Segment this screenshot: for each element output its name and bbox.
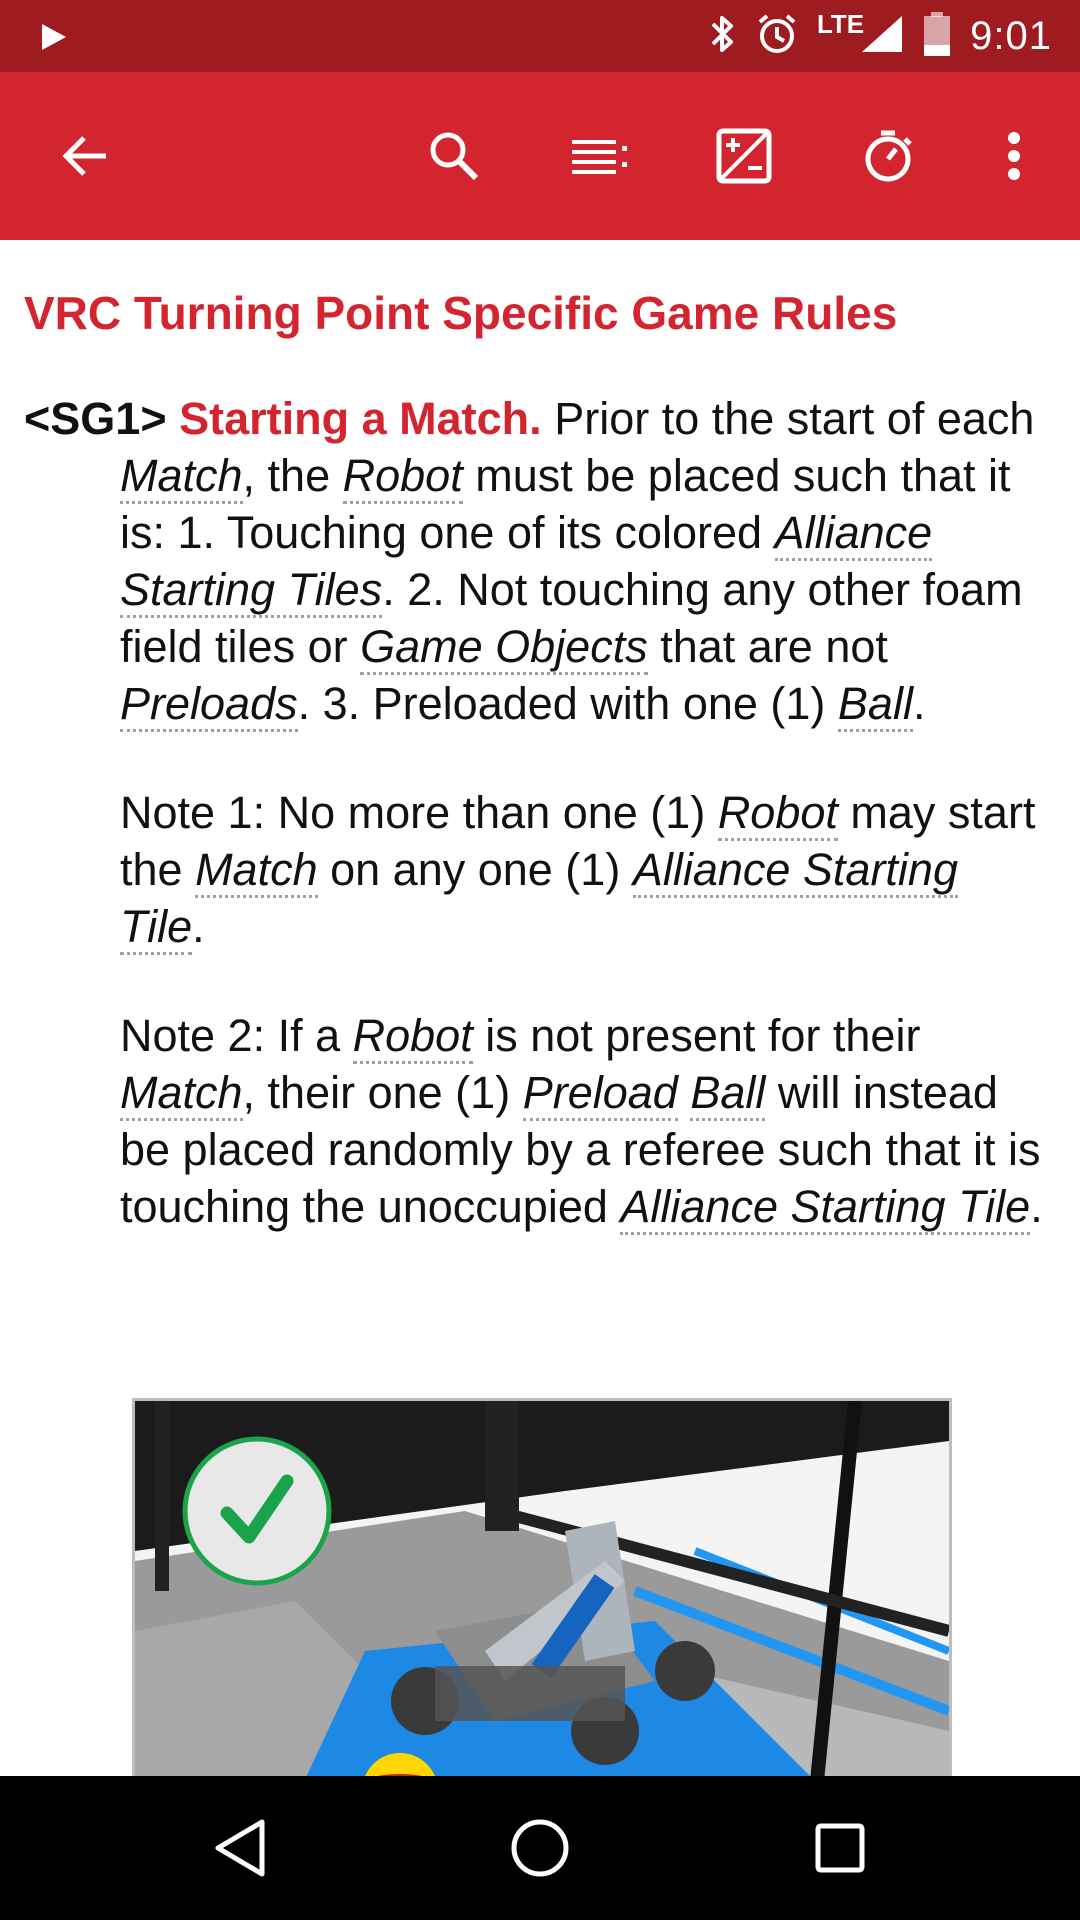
- note-text-segment: will instead be placed randomly by a ref…: [120, 1067, 1041, 1232]
- field-illustration: [135, 1401, 949, 1776]
- note-text-segment: [678, 1067, 691, 1118]
- note-1: Note 1: No more than one (1) Robot may s…: [24, 784, 1054, 955]
- rule-name: Starting a Match.: [179, 393, 542, 444]
- glossary-term-preloads[interactable]: Preloads: [120, 678, 298, 732]
- rule-text-segment: .: [912, 678, 926, 729]
- stopwatch-icon[interactable]: [852, 120, 924, 192]
- rules-content[interactable]: VRC Turning Point Specific Game Rules <S…: [0, 240, 1080, 1776]
- rule-text-segment: must be placed such that it is: 1. Touch…: [120, 450, 1011, 558]
- note-text-segment: may start the: [120, 787, 1036, 895]
- list-icon[interactable]: [564, 120, 636, 192]
- play-icon: [40, 22, 68, 57]
- glossary-term-alliance-starting-tile[interactable]: Alliance Starting Tile: [620, 1181, 1031, 1235]
- back-arrow-icon[interactable]: [48, 120, 120, 192]
- signal-icon: [860, 14, 904, 59]
- glossary-term-game-objects[interactable]: Game Objects: [360, 621, 648, 675]
- network-type: LTE: [816, 8, 865, 39]
- rule-text-segment: that are not: [647, 621, 888, 672]
- rule-id: <SG1>: [24, 393, 167, 444]
- glossary-term-ball[interactable]: Ball: [690, 1067, 766, 1121]
- glossary-term-robot[interactable]: Robot: [342, 450, 463, 504]
- note-text-segment: is not present for their: [472, 1010, 921, 1061]
- note-2: Note 2: If a Robot is not present for th…: [24, 1007, 1054, 1235]
- glossary-term-ball[interactable]: Ball: [837, 678, 913, 732]
- status-bar: LTE 9:01: [0, 0, 1080, 72]
- battery-icon: [922, 11, 952, 62]
- alarm-icon: [755, 12, 799, 61]
- clock: 9:01: [970, 13, 1052, 58]
- glossary-term-match[interactable]: Match: [195, 844, 318, 898]
- rule-text-segment: . 3. Preloaded with one (1): [297, 678, 838, 729]
- more-vert-icon[interactable]: [978, 120, 1050, 192]
- glossary-term-match[interactable]: Match: [120, 1067, 243, 1121]
- glossary-term-match[interactable]: Match: [120, 450, 243, 504]
- back-triangle-icon[interactable]: [204, 1812, 276, 1884]
- rule-text-segment: , the: [242, 450, 343, 501]
- rule-text-segment: Prior to the start of each: [541, 393, 1035, 444]
- rule-text: <SG1> Starting a Match. Prior to the sta…: [24, 390, 1054, 732]
- check-icon: [181, 1435, 333, 1587]
- home-circle-icon[interactable]: [504, 1812, 576, 1884]
- bluetooth-icon: [709, 12, 737, 61]
- note-text-segment: , their one (1): [242, 1067, 523, 1118]
- recents-square-icon[interactable]: [804, 1812, 876, 1884]
- note-text-segment: .: [192, 901, 205, 952]
- note-text-segment: Note 1: No more than one (1): [120, 787, 718, 838]
- glossary-term-robot[interactable]: Robot: [717, 787, 838, 841]
- plus-minus-icon[interactable]: [708, 120, 780, 192]
- rule-figure-image[interactable]: [132, 1398, 952, 1776]
- glossary-term-alliance-starting-tiles[interactable]: Alliance Starting Tiles: [120, 507, 933, 618]
- rule-text-segment: . 2. Not touching any other foam field t…: [120, 564, 1023, 672]
- glossary-term-alliance-starting-tile[interactable]: Alliance Starting Tile: [120, 844, 958, 955]
- note-text-segment: Note 2: If a: [120, 1010, 353, 1061]
- glossary-term-preload[interactable]: Preload: [522, 1067, 678, 1121]
- section-title: VRC Turning Point Specific Game Rules: [24, 287, 898, 339]
- app-toolbar: [0, 72, 1080, 240]
- glossary-term-robot[interactable]: Robot: [352, 1010, 473, 1064]
- rule-sg1: <SG1> Starting a Match. Prior to the sta…: [24, 390, 1054, 1235]
- note-text-segment: .: [1030, 1181, 1043, 1232]
- status-icons: LTE 9:01: [709, 0, 1052, 72]
- search-icon[interactable]: [418, 120, 490, 192]
- note-text-segment: on any one (1): [317, 844, 633, 895]
- system-nav-bar: [0, 1776, 1080, 1920]
